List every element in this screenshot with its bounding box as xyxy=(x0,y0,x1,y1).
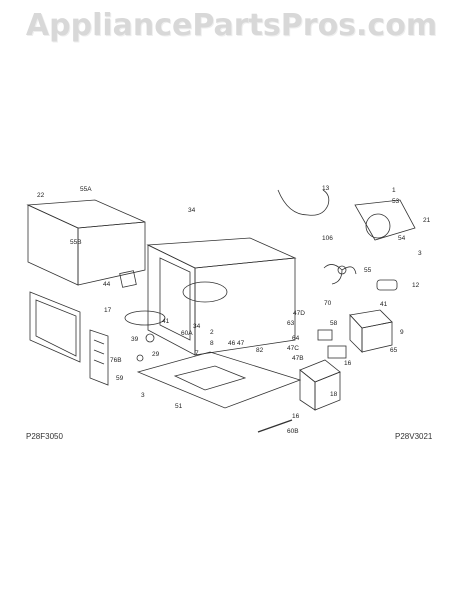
svg-text:47B: 47B xyxy=(292,355,304,362)
svg-text:106: 106 xyxy=(322,235,333,242)
svg-text:41: 41 xyxy=(380,301,388,308)
svg-text:18: 18 xyxy=(330,391,338,398)
door-panel xyxy=(29,291,81,363)
svg-text:16: 16 xyxy=(344,360,352,367)
svg-text:41: 41 xyxy=(162,318,170,325)
svg-text:63: 63 xyxy=(287,320,295,327)
svg-text:8: 8 xyxy=(210,340,214,347)
svg-text:55: 55 xyxy=(364,267,372,274)
svg-text:22: 22 xyxy=(37,192,45,199)
svg-text:76B: 76B xyxy=(110,357,122,364)
turntable-ring xyxy=(124,310,166,326)
svg-text:60A: 60A xyxy=(181,330,193,337)
svg-text:9: 9 xyxy=(400,329,404,336)
svg-text:21: 21 xyxy=(423,217,431,224)
diagram-code-left: P28F3050 xyxy=(26,432,63,441)
svg-text:1: 1 xyxy=(392,187,396,194)
switch-holder xyxy=(317,329,333,341)
svg-text:12: 12 xyxy=(412,282,420,289)
svg-text:60B: 60B xyxy=(287,428,299,435)
svg-text:65: 65 xyxy=(390,347,398,354)
latch-bar xyxy=(257,419,293,433)
svg-text:34: 34 xyxy=(193,323,201,330)
watermark-logo: AppliancePartsPros.com xyxy=(25,8,438,43)
svg-text:39: 39 xyxy=(131,336,139,343)
svg-text:54: 54 xyxy=(398,235,406,242)
magnetron xyxy=(349,309,393,353)
svg-text:58: 58 xyxy=(330,320,338,327)
svg-text:3: 3 xyxy=(418,250,422,257)
small-bracket xyxy=(119,270,137,288)
svg-text:34: 34 xyxy=(188,207,196,214)
outer-case-cover xyxy=(26,199,146,286)
power-cord xyxy=(277,189,330,216)
svg-text:7: 7 xyxy=(195,350,199,357)
svg-text:59: 59 xyxy=(116,375,124,382)
part-labels: 22 55A 55B 44 17 41 39 76B 59 29 60A 34 … xyxy=(37,185,431,435)
roller xyxy=(136,354,144,362)
svg-text:2: 2 xyxy=(210,329,214,336)
svg-text:47C: 47C xyxy=(287,345,299,352)
svg-text:46 47: 46 47 xyxy=(228,340,245,347)
svg-text:17: 17 xyxy=(104,307,112,314)
svg-text:13: 13 xyxy=(322,185,330,192)
svg-text:55B: 55B xyxy=(70,239,82,246)
svg-text:51: 51 xyxy=(175,403,183,410)
control-panel xyxy=(89,329,109,386)
capacitor xyxy=(376,279,398,291)
svg-text:55A: 55A xyxy=(80,186,92,193)
svg-text:47D: 47D xyxy=(293,310,305,317)
svg-text:64: 64 xyxy=(292,335,300,342)
coupler xyxy=(145,333,155,343)
transformer xyxy=(299,359,341,411)
bracket-16 xyxy=(327,345,347,359)
svg-text:53: 53 xyxy=(392,198,400,205)
diagram-code-right: P28V3021 xyxy=(395,432,433,441)
fan-blade xyxy=(323,264,357,285)
svg-text:82: 82 xyxy=(256,347,264,354)
svg-text:70: 70 xyxy=(324,300,332,307)
svg-text:44: 44 xyxy=(103,281,111,288)
oven-cavity xyxy=(146,237,297,356)
fan-motor-assembly xyxy=(354,199,416,241)
svg-text:16: 16 xyxy=(292,413,300,420)
base-plate xyxy=(136,351,302,409)
svg-text:29: 29 xyxy=(152,351,160,358)
svg-text:3: 3 xyxy=(141,392,145,399)
